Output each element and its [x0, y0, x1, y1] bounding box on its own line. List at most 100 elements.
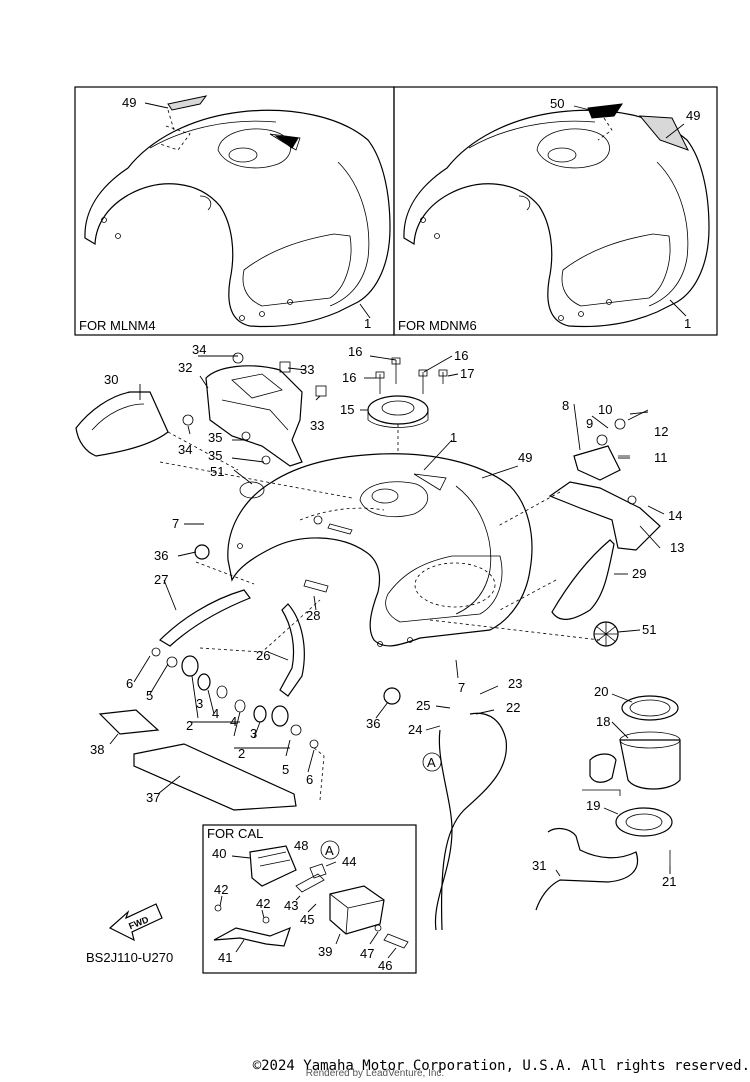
callout-43: 43 — [284, 898, 298, 913]
grommet-51 — [593, 621, 619, 647]
grommet-36-upper — [194, 544, 210, 560]
callout-39: 39 — [318, 944, 332, 959]
callout-49: 49 — [122, 95, 136, 110]
callout-28: 28 — [306, 608, 320, 623]
callout-33: 33 — [300, 362, 314, 377]
ref-circle-a-main — [422, 752, 442, 772]
callout-51: 51 — [210, 464, 224, 479]
callout-17: 17 — [460, 366, 474, 381]
callout-32: 32 — [178, 360, 192, 375]
callout-49: 49 — [686, 108, 700, 123]
fwd-arrow-icon: FWD — [108, 903, 163, 942]
bracket-26 — [279, 603, 305, 697]
fuel-cap-15 — [367, 395, 429, 452]
side-cover-30 — [75, 391, 169, 457]
callout-3: 3 — [196, 696, 203, 711]
callout-27: 27 — [154, 572, 168, 587]
bolt-16-17-group — [375, 357, 448, 394]
callout-34: 34 — [192, 342, 206, 357]
callout-36: 36 — [366, 716, 380, 731]
hose-24 — [434, 729, 453, 931]
bracket-32 — [182, 352, 327, 467]
callout-9: 9 — [586, 416, 593, 431]
bushing-stack-right — [234, 699, 319, 749]
hose-22 — [440, 712, 507, 931]
callout-1: 1 — [684, 316, 691, 331]
canister-40 — [249, 845, 297, 887]
inset-caption-cal: FOR CAL — [207, 826, 263, 841]
callout-22: 22 — [506, 700, 520, 715]
callout-25: 25 — [416, 698, 430, 713]
inset-caption-mdnm6: FOR MDNM6 — [398, 318, 477, 333]
inset-box-mdnm6: FOR MDNM6 50 49 1 — [393, 86, 718, 336]
callout-16: 16 — [348, 344, 362, 359]
callout-42: 42 — [214, 882, 228, 897]
callout-23: 23 — [508, 676, 522, 691]
bushing-stack-left — [151, 647, 228, 699]
callout-35: 35 — [208, 430, 222, 445]
callout-46: 46 — [378, 958, 392, 973]
callout-45: 45 — [300, 912, 314, 927]
callout-47: 47 — [360, 946, 374, 961]
callout-1: 1 — [364, 316, 371, 331]
callout-5: 5 — [282, 762, 289, 777]
callout-48: 48 — [294, 838, 308, 853]
callout-36: 36 — [154, 548, 168, 563]
callout-30: 30 — [104, 372, 118, 387]
canister-39 — [329, 885, 385, 935]
callout-19: 19 — [586, 798, 600, 813]
inset-caption-mlnm4: FOR MLNM4 — [79, 318, 156, 333]
callout-3: 3 — [250, 726, 257, 741]
diagram-code: BS2J110-U270 — [86, 950, 173, 965]
callout-38: 38 — [90, 742, 104, 757]
fuel-pump-assembly — [589, 695, 681, 866]
callout-16: 16 — [454, 348, 468, 363]
bracket-27 — [159, 589, 251, 647]
cover-29 — [551, 539, 615, 620]
callout-41: 41 — [218, 950, 232, 965]
callout-34: 34 — [178, 442, 192, 457]
callout-8: 8 — [562, 398, 569, 413]
callout-40: 40 — [212, 846, 226, 861]
callout-14: 14 — [668, 508, 682, 523]
callout-49: 49 — [518, 450, 532, 465]
callout-6: 6 — [306, 772, 313, 787]
inset-box-for-cal: FOR CAL A 40 48 44 42 42 43 45 41 39 47 … — [202, 824, 417, 974]
grommet-36-lower — [383, 687, 401, 705]
callout-42: 42 — [256, 896, 270, 911]
callout-15: 15 — [340, 402, 354, 417]
callout-50: 50 — [550, 96, 564, 111]
pad-38 — [98, 709, 160, 735]
callout-51: 51 — [642, 622, 656, 637]
callout-26: 26 — [256, 648, 270, 663]
fuel-tank-body — [227, 453, 533, 647]
callout-37: 37 — [146, 790, 160, 805]
callout-16: 16 — [342, 370, 356, 385]
render-watermark: Rendered by LeadVenture, Inc. — [305, 1068, 445, 1079]
bracket-41 — [213, 926, 291, 947]
callout-2: 2 — [238, 746, 245, 761]
callout-20: 20 — [594, 684, 608, 699]
callout-6: 6 — [126, 676, 133, 691]
callout-5: 5 — [146, 688, 153, 703]
callout-7: 7 — [172, 516, 179, 531]
inset-box-mlnm4: FOR MLNM4 49 1 — [74, 86, 395, 336]
oring-51 — [239, 481, 265, 499]
callout-29: 29 — [632, 566, 646, 581]
callout-33: 33 — [310, 418, 324, 433]
ref-a-cal-label: A — [325, 843, 334, 858]
callout-31: 31 — [532, 858, 546, 873]
pin-28 — [303, 579, 329, 593]
callout-21: 21 — [662, 874, 676, 889]
callout-13: 13 — [670, 540, 684, 555]
callout-11: 11 — [654, 450, 668, 465]
callout-18: 18 — [596, 714, 610, 729]
callout-1: 1 — [450, 430, 457, 445]
callout-10: 10 — [598, 402, 612, 417]
callout-24: 24 — [408, 722, 422, 737]
callout-7: 7 — [458, 680, 465, 695]
fuel-hose-31 — [535, 827, 639, 911]
copyright-notice: ©2024 Yamaha Motor Corporation, U.S.A. A… — [252, 1058, 750, 1074]
main-exploded-view: A — [75, 342, 684, 931]
